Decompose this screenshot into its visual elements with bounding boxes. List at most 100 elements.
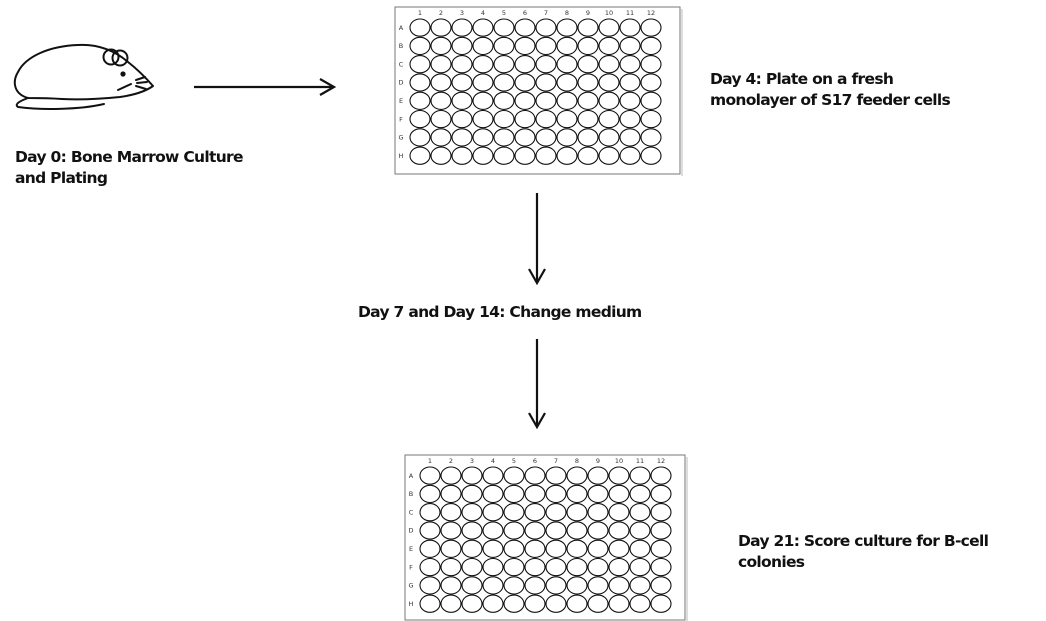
plate-well: [482, 576, 504, 595]
plate-well: [419, 484, 441, 504]
plate-well: [650, 594, 672, 613]
plate-well: [451, 91, 473, 110]
plate-well: [608, 576, 630, 595]
plate-well: [419, 466, 441, 485]
plate-column-label: 5: [502, 9, 506, 17]
plate-well: [650, 503, 672, 522]
plate-well: [545, 521, 567, 540]
plate-well: [629, 557, 651, 577]
plate-well: [514, 109, 536, 129]
plate-well: [514, 128, 536, 147]
plate-well: [619, 91, 641, 110]
plate-well: [629, 466, 651, 485]
plate-well: [587, 594, 609, 613]
plate-well: [440, 484, 462, 504]
plate-well: [545, 484, 567, 504]
plate-well: [545, 576, 567, 595]
plate-well: [472, 128, 494, 147]
plate-well: [430, 128, 452, 147]
plate-well: [619, 73, 641, 92]
plate-frame: [404, 454, 686, 621]
step-day21-label: Day 21: Score culture for B-cell colonie…: [738, 531, 1043, 573]
plate-well: [566, 466, 588, 485]
plate-well: [461, 503, 483, 522]
plate-well: [482, 466, 504, 485]
plate-well: [503, 484, 525, 504]
plate-well: [608, 503, 630, 522]
plate-well: [503, 539, 525, 558]
plate-well: [619, 128, 641, 147]
plate-well: [577, 18, 599, 37]
plate-column-label: 11: [636, 457, 644, 465]
plate-well: [524, 484, 546, 504]
plate-well: [556, 146, 578, 165]
plate-well: [566, 557, 588, 577]
plate-column-label: 12: [657, 457, 665, 465]
plate-well: [608, 521, 630, 540]
plate-well: [619, 146, 641, 165]
plate-well: [472, 146, 494, 165]
plate-well: [514, 36, 536, 56]
plate-well: [472, 109, 494, 129]
plate-well: [482, 503, 504, 522]
plate-row-label: A: [409, 472, 414, 480]
plate-well: [598, 91, 620, 110]
plate-well: [493, 55, 515, 74]
plate-well: [451, 128, 473, 147]
plate-well: [493, 109, 515, 129]
plate-well: [409, 36, 431, 56]
plate-well: [524, 466, 546, 485]
plate-well: [608, 557, 630, 577]
plate-well: [440, 576, 462, 595]
plate-well: [535, 109, 557, 129]
plate-well: [514, 91, 536, 110]
plate-column-label: 4: [491, 457, 495, 465]
plate-well: [556, 36, 578, 56]
plate-column-label: 5: [512, 457, 516, 465]
plate-well: [650, 466, 672, 485]
plate-well: [503, 503, 525, 522]
plate-well: [472, 36, 494, 56]
plate-well: [566, 539, 588, 558]
plate-well: [409, 55, 431, 74]
plate-well: [482, 557, 504, 577]
plate-row-label: D: [398, 79, 403, 87]
plate-well: [598, 55, 620, 74]
plate-well: [493, 146, 515, 165]
plate-well: [598, 146, 620, 165]
plate-well: [430, 36, 452, 56]
plate-well: [535, 128, 557, 147]
plate-well: [472, 18, 494, 37]
plate-row-label: B: [409, 490, 413, 498]
plate-well: [545, 557, 567, 577]
plate-well: [409, 109, 431, 129]
plate-well: [577, 146, 599, 165]
plate-well: [598, 109, 620, 129]
step-day21-line1: Day 21: Score culture for B-cell: [738, 532, 989, 550]
plate-well: [419, 576, 441, 595]
plate-well: [493, 73, 515, 92]
mouse-icon: [13, 43, 154, 110]
plate-well: [440, 521, 462, 540]
plate-well: [493, 128, 515, 147]
plate-well: [545, 503, 567, 522]
plate-well: [577, 128, 599, 147]
plate-well: [461, 557, 483, 577]
plate-column-label: 8: [565, 9, 569, 17]
plate-well: [545, 539, 567, 558]
plate-row-label: C: [399, 60, 404, 68]
plate-well: [640, 18, 662, 37]
plate-well: [640, 146, 662, 165]
plate-well: [556, 91, 578, 110]
plate-well: [598, 36, 620, 56]
plate-well: [566, 521, 588, 540]
plate-well: [629, 521, 651, 540]
plate-well: [451, 146, 473, 165]
plate-well: [440, 539, 462, 558]
plate-well: [419, 503, 441, 522]
plate-row-label: F: [399, 115, 403, 123]
plate-well: [545, 466, 567, 485]
plate-row-label: H: [409, 600, 414, 608]
